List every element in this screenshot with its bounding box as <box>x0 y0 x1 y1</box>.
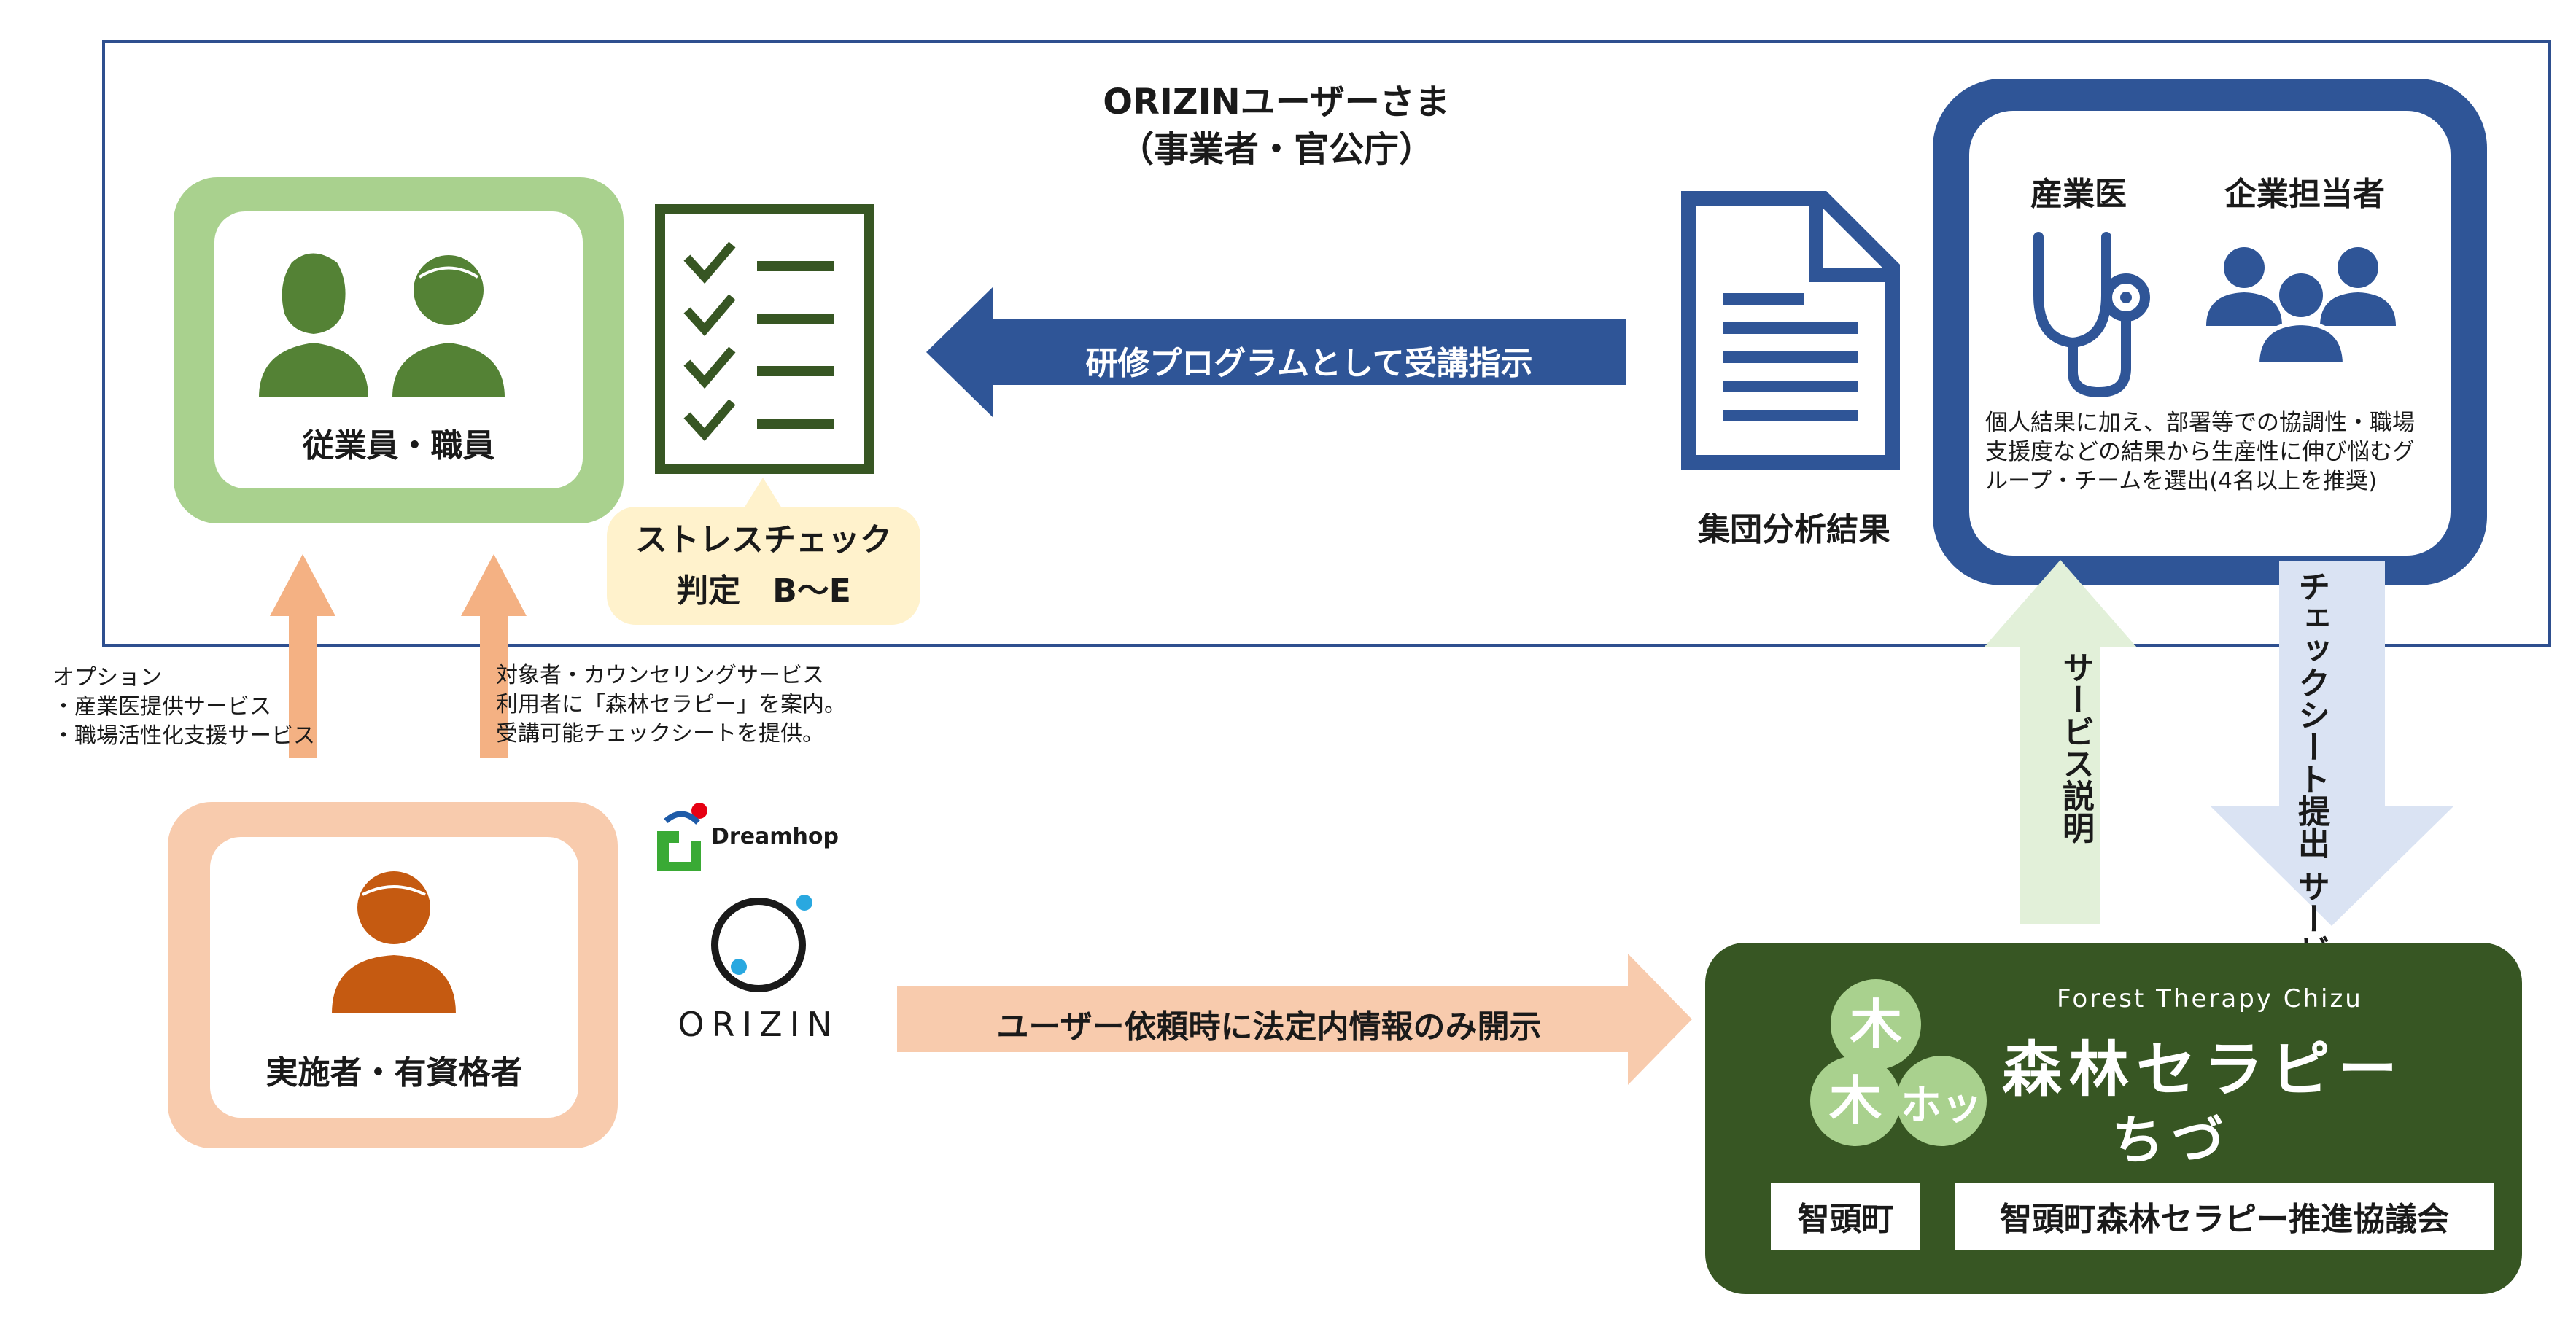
stress-check-callout-tail <box>744 478 782 508</box>
forest-title-en: Forest Therapy Chizu <box>2057 984 2363 1013</box>
instruction-arrow <box>926 287 1626 418</box>
employees-card-inner <box>214 211 583 488</box>
female-person-icon <box>259 253 368 397</box>
orizin-user-frame <box>102 40 2551 647</box>
instruction-arrow-label: 研修プログラムとして受講指示 <box>1085 345 1533 382</box>
service-explain-up-arrow <box>1984 560 2137 924</box>
stress-check-line2: 判定 B〜E <box>676 572 851 610</box>
service-explain-label: サービス説明 <box>2057 651 2094 844</box>
stethoscope-icon <box>2033 232 2150 398</box>
document-icon <box>1681 191 1900 470</box>
chizu-town-box: 智頭町 <box>1771 1183 1920 1250</box>
option-note: オプション ・産業医提供サービス ・職場活性化支援サービス <box>53 663 315 751</box>
dreamhop-logo-text: Dreamhop <box>711 824 839 849</box>
checklist-icon <box>655 204 874 474</box>
employees-icon <box>259 253 505 397</box>
forest-association-box: 智頭町森林セラピー推進協議会 <box>1955 1183 2494 1250</box>
counseling-up-arrow <box>461 554 527 758</box>
group-analysis-label: 集団分析結果 <box>1698 511 1890 548</box>
counseling-note-line: 対象者・カウンセリングサービス <box>496 663 824 688</box>
orizin-logo-text: ORIZIN <box>678 1005 839 1044</box>
male-person-icon <box>392 255 505 397</box>
forest-title-jp: 森林セラピー <box>2002 1035 2405 1105</box>
forest-logo-char: ホッ <box>1901 1082 1982 1129</box>
counseling-note: 対象者・カウンセリングサービス 利用者に「森林セラピー」を案内。 受講可能チェッ… <box>496 661 846 749</box>
forest-logo-char: 木 <box>1850 994 1902 1055</box>
company-description: 個人結果に加え、部署等での協調性・職場支援度などの結果から生産性に伸び悩むグルー… <box>1985 410 2415 494</box>
counseling-note-line: 受講可能チェックシートを提供。 <box>496 721 824 747</box>
user-title: ORIZINユーザーさま <box>1103 82 1450 122</box>
people-group-icon <box>2206 247 2396 365</box>
employees-label: 従業員・職員 <box>302 427 495 464</box>
disclose-arrow-label: ユーザー依頼時に法定内情報のみ開示 <box>996 1008 1542 1046</box>
practitioner-person-icon <box>332 871 456 1013</box>
dreamhop-logo-icon <box>657 803 707 871</box>
application-label-line1: チェックシート提出 <box>2292 570 2329 859</box>
counseling-note-line: 利用者に「森林セラピー」を案内。 <box>496 692 846 717</box>
stress-check-line1: ストレスチェック <box>635 521 892 558</box>
option-note-item: ・職場活性化支援サービス <box>53 723 315 749</box>
forest-logo-icon: 木 木 ホッ <box>1810 979 1987 1146</box>
forest-title-jp-sub: ちづ <box>2111 1110 2232 1171</box>
doctor-label: 産業医 <box>2030 176 2127 213</box>
user-subtitle: （事業者・官公庁） <box>1118 129 1434 170</box>
practitioner-label: 実施者・有資格者 <box>265 1054 523 1091</box>
option-note-item: ・産業医提供サービス <box>53 694 271 720</box>
application-down-arrow <box>2210 561 2454 926</box>
orizin-logo-icon <box>711 895 812 992</box>
option-note-title: オプション <box>53 665 162 690</box>
staff-label: 企業担当者 <box>2224 176 2385 213</box>
forest-logo-char: 木 <box>1829 1070 1882 1132</box>
disclose-arrow <box>897 954 1692 1085</box>
stress-check-callout: ストレスチェック 判定 B〜E <box>607 507 920 625</box>
option-up-arrow <box>270 554 335 758</box>
